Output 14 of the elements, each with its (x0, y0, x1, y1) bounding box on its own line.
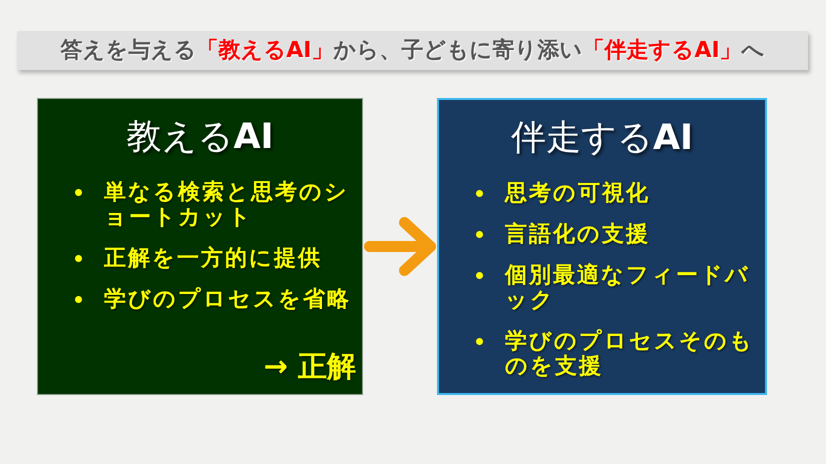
bullet-text: 学びのプロセスを省略 (104, 287, 352, 312)
title-text: 答えを与える「教えるAI」から、子どもに寄り添い「伴走するAI」へ (60, 36, 765, 64)
arrow (364, 217, 436, 276)
bullet-text: 言語化の支援 (505, 222, 651, 247)
bullet-text: 学びのプロセスそのものを支援 (505, 329, 755, 379)
comparison-panel (437, 98, 767, 395)
bullet-text: 単なる検索と思考のショートカット (104, 180, 350, 230)
panel-heading: 伴走するAI (510, 117, 694, 160)
panel-heading: 教えるAI (126, 116, 274, 159)
comparison-panel (37, 98, 363, 395)
bullet-text: 思考の可視化 (505, 181, 651, 206)
result-text: → 正解 (264, 348, 356, 384)
bullet-text: 正解を一方的に提供 (104, 246, 323, 271)
bullet-text: 個別最適なフィードバック (505, 263, 751, 313)
